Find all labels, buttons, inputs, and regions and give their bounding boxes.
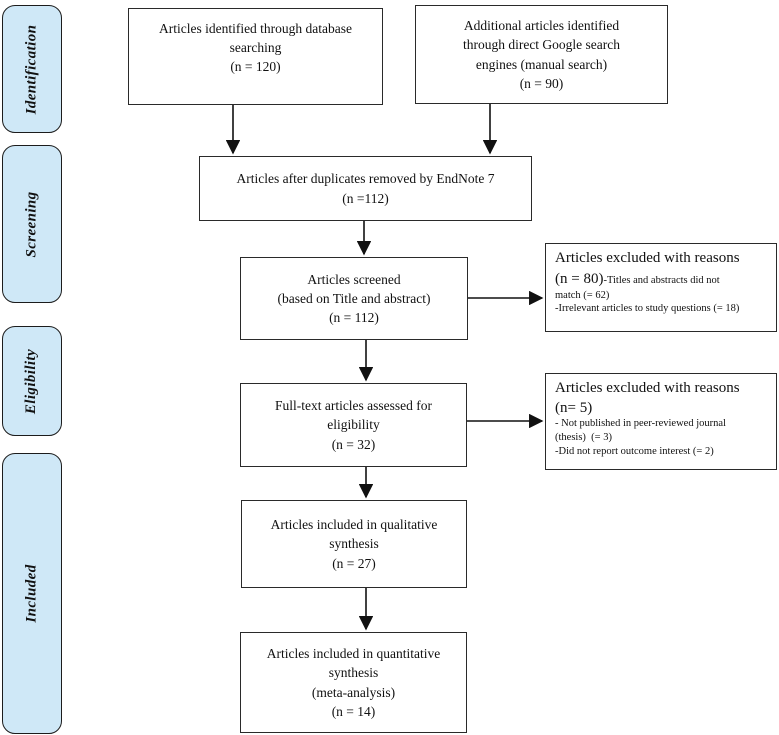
box-text-line: (n =112)	[342, 190, 389, 206]
box-text-line: Articles after duplicates removed by End…	[236, 171, 495, 187]
excluded-n-value: (n= 5)	[555, 399, 593, 416]
excluded-reason-inline: -Titles and abstracts did not	[603, 274, 720, 286]
box-text-line: synthesis	[328, 665, 379, 681]
stage-screening-label: Screening	[23, 190, 40, 258]
excluded-n-line: (n = 80)-Titles and abstracts did not	[555, 269, 767, 289]
excluded-reason: -Did not report outcome interest (= 2)	[555, 445, 714, 457]
box-text-line: (n = 120)	[230, 59, 281, 75]
box-text-line: through direct Google search	[462, 37, 621, 53]
box-text-line: (based on Title and abstract)	[277, 290, 431, 306]
excluded-title: Articles excluded with reasons	[555, 380, 740, 396]
box-text-line: Articles screened	[307, 271, 401, 287]
excluded-reason-continuation: match (= 62)	[555, 289, 610, 301]
stage-eligibility-label: Eligibility	[23, 348, 40, 414]
box-identified-manual: Additional articles identified through d…	[415, 5, 668, 104]
stage-identification: Identification	[2, 5, 62, 133]
box-text-line: Articles included in qualitative	[270, 517, 438, 533]
box-text-line: Full-text articles assessed for	[274, 398, 433, 414]
stage-identification-label: Identification	[23, 24, 40, 114]
box-text-line: (n = 32)	[331, 436, 376, 452]
stage-eligibility: Eligibility	[2, 326, 62, 436]
excluded-reason: -Irrelevant articles to study questions …	[555, 303, 740, 315]
excluded-n-value: (n = 80)	[555, 270, 604, 287]
box-text-line: Articles identified through database	[158, 21, 353, 36]
box-fulltext-assessed: Full-text articles assessed for eligibil…	[240, 383, 467, 467]
box-excluded-eligibility: Articles excluded with reasons (n= 5) - …	[545, 373, 777, 470]
stage-screening: Screening	[2, 145, 62, 303]
excluded-reason-continuation: (thesis) (= 3)	[555, 431, 612, 443]
box-identified-database: Articles identified through database sea…	[128, 8, 383, 105]
box-qualitative-synthesis: Articles included in qualitative synthes…	[241, 500, 467, 588]
box-text-line: Additional articles identified	[463, 18, 620, 34]
box-screened: Articles screened (based on Title and ab…	[240, 257, 468, 340]
box-text-line: (n = 14)	[331, 703, 376, 719]
box-text-line: eligibility	[327, 417, 380, 433]
box-text-line: engines (manual search)	[475, 56, 608, 72]
excluded-title: Articles excluded with reasons	[555, 250, 740, 266]
box-text-line: searching	[229, 40, 282, 56]
box-text-line: (n = 27)	[332, 555, 376, 571]
box-text-line: (meta-analysis)	[311, 684, 396, 700]
box-text-line: (n = 112)	[329, 310, 379, 326]
box-excluded-screening: Articles excluded with reasons (n = 80)-…	[545, 243, 777, 332]
box-text-line: synthesis	[329, 536, 379, 552]
box-text-line: (n = 90)	[519, 75, 564, 91]
stage-included-label: Included	[23, 564, 40, 623]
stage-included: Included	[2, 453, 62, 734]
excluded-reason: - Not published in peer-reviewed journal	[555, 418, 726, 430]
box-text-line: Articles included in quantitative	[266, 646, 441, 662]
box-quantitative-synthesis: Articles included in quantitative synthe…	[240, 632, 467, 733]
box-duplicates-removed: Articles after duplicates removed by End…	[199, 156, 532, 221]
